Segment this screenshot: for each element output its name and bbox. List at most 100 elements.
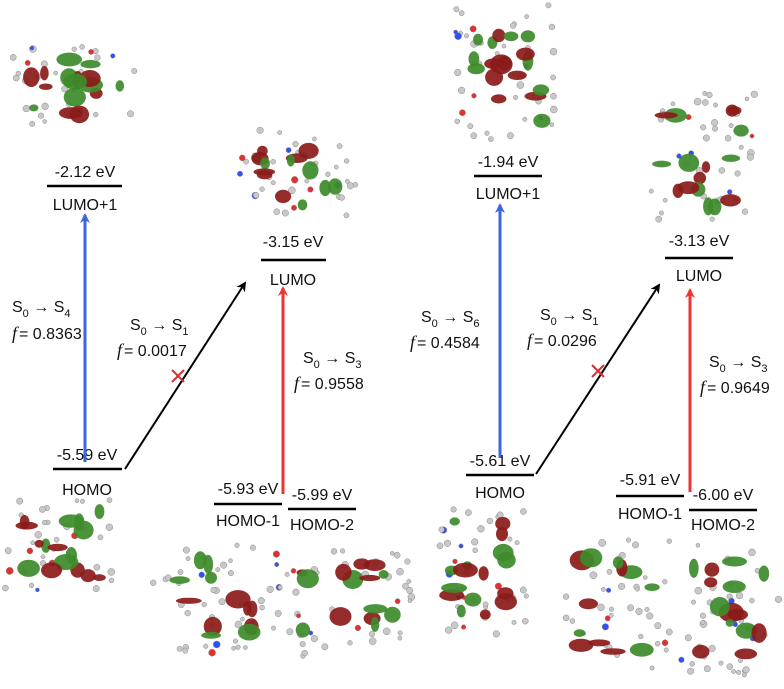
atom [510, 22, 517, 29]
atom [277, 130, 283, 135]
atom [105, 523, 114, 531]
orbital-lobe [497, 587, 514, 600]
atom [235, 644, 241, 650]
atom [728, 123, 734, 128]
atom [700, 124, 707, 131]
level-name-homo-1: HOMO-1 [216, 513, 280, 530]
orbital-lobe [725, 104, 739, 117]
atom [724, 135, 732, 142]
atom [634, 586, 640, 592]
atom [127, 110, 134, 118]
atom [71, 46, 77, 52]
level-value-lumo1: -2.12 eV [55, 164, 116, 181]
atom [450, 621, 459, 630]
orbital-lobe [41, 538, 51, 553]
atom [472, 547, 478, 554]
orbital-lobe [709, 597, 730, 617]
orbital-lobe [297, 199, 308, 211]
orbital-lobe [253, 168, 276, 176]
level-value-homo-1: -5.91 eV [620, 472, 681, 489]
atom [471, 93, 477, 99]
orbital-lumo-right [648, 90, 758, 223]
level-value-homo: -5.61 eV [470, 453, 531, 470]
atom [228, 558, 233, 563]
atom [750, 90, 758, 98]
level-name-homo-2: HOMO-2 [290, 517, 354, 534]
level-value-homo-1: -5.93 eV [218, 481, 279, 498]
orbital-lobe [722, 556, 747, 567]
level-value-homo: -5.59 eV [57, 447, 118, 464]
orbital-lobe [15, 521, 38, 530]
orbital-lobe [328, 178, 343, 195]
orbital-lobe [468, 51, 480, 67]
atom [201, 601, 207, 608]
atom [597, 603, 605, 612]
orbital-lobe [275, 189, 292, 203]
atom [243, 158, 249, 165]
orbital-lobe [319, 179, 332, 197]
atom [237, 170, 243, 177]
atom [465, 509, 472, 516]
atom [208, 648, 216, 657]
orbital-lobe [464, 592, 482, 607]
atom [274, 562, 280, 567]
orbital-homo1-left [150, 542, 280, 657]
atom [523, 593, 529, 599]
atom [39, 506, 46, 513]
level-value-lumo1: -1.94 eV [478, 154, 539, 171]
atom [457, 86, 466, 95]
atom [494, 582, 502, 590]
atom [284, 571, 290, 577]
orbital-lobe [612, 556, 624, 569]
atom [562, 614, 570, 622]
atom [741, 672, 747, 678]
atom [301, 649, 308, 657]
oscillator-strength-s6: f= 0.4584 [410, 332, 480, 352]
atom [107, 568, 116, 576]
atom [678, 656, 685, 663]
orbital-lobe [41, 562, 62, 579]
orbital-lobe [29, 104, 39, 112]
oscillator-strength-s1: f= 0.0296 [527, 330, 597, 350]
orbital-lobe [701, 161, 711, 173]
atom [606, 587, 612, 593]
atom [304, 178, 310, 184]
atom [727, 189, 733, 195]
orbital-lobe [516, 47, 535, 61]
atom [545, 2, 552, 9]
orbital-lobe [34, 539, 44, 548]
orbital-lobe [203, 616, 222, 636]
atom [655, 215, 663, 223]
orbital-lobe [725, 619, 735, 627]
orbital-lobe [479, 609, 491, 620]
orbital-lobe [329, 607, 352, 626]
atom [240, 616, 245, 622]
atom [270, 158, 276, 165]
atom [252, 192, 260, 199]
atom [397, 635, 403, 641]
atom [182, 546, 190, 554]
atom [30, 540, 36, 546]
atom [354, 624, 362, 632]
atom [687, 667, 695, 675]
atom [662, 579, 668, 585]
transition-label-s1: S0 → S1 [540, 307, 599, 328]
orbital-lobe [492, 543, 514, 562]
orbital-lobe [69, 105, 90, 124]
level-name-lumo1: LUMO+1 [53, 197, 118, 214]
atom [285, 147, 292, 153]
orbital-lobe [492, 28, 506, 43]
transition-label-s6: S0 → S6 [421, 309, 480, 330]
transition-label-s1: S0 → S1 [130, 317, 189, 338]
atom [227, 570, 234, 576]
orbital-lobe [520, 30, 536, 43]
atom [220, 561, 228, 569]
atom [93, 111, 99, 118]
atom [177, 569, 184, 575]
atom [42, 119, 47, 124]
atom [393, 551, 401, 559]
atom [88, 49, 94, 55]
atom [346, 182, 354, 190]
atom [291, 176, 299, 184]
atom [288, 186, 296, 195]
